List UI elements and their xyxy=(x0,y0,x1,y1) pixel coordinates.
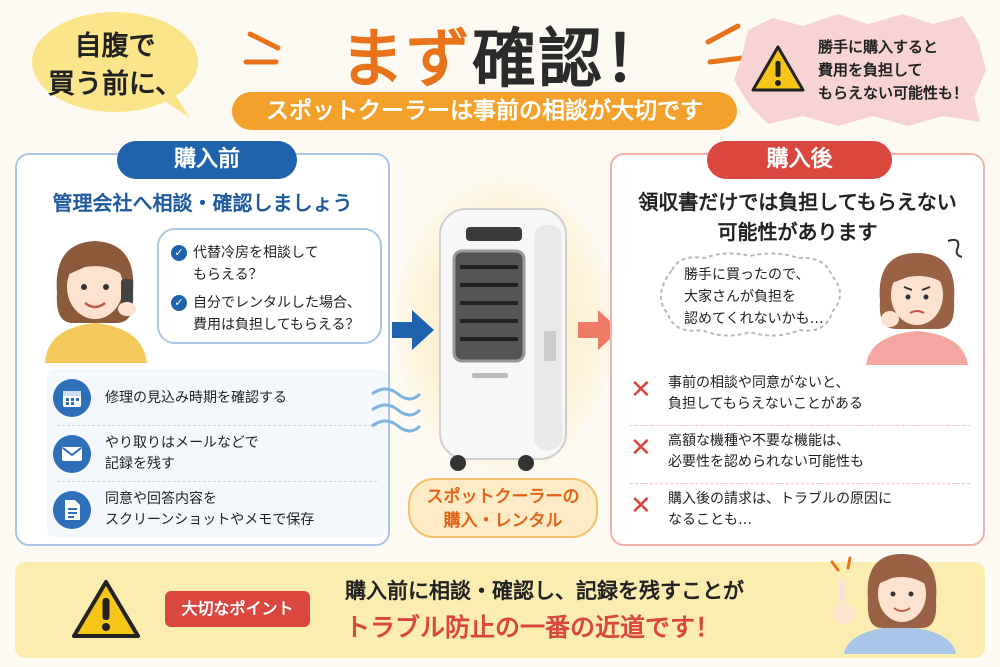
speech-q2-line2: 費用は負担してもらえる？ xyxy=(193,317,360,333)
spark-lines-right xyxy=(705,23,745,65)
thought-bubble: 勝手に買ったので、 大家さんが負担を 認めてくれないかも… xyxy=(650,250,850,340)
before-header: 購入前 xyxy=(117,141,297,179)
list-item: ✕ 購入後の請求は、トラブルの原因になることも… xyxy=(630,489,970,531)
warning-line-2: 費用を負担して xyxy=(818,61,923,79)
warning-line-1: 勝手に購入すると xyxy=(818,38,939,56)
before-title: 管理会社へ相談・確認しましょう xyxy=(52,191,353,215)
intro-line-2: 買う前に、 xyxy=(47,69,183,100)
warning-line-3: もらえない可能性も！ xyxy=(818,84,969,102)
title-accent: まず xyxy=(340,23,472,97)
after-purchase-panel: 購入後 領収書だけでは負担してもらえない 可能性があります 勝手に買ったので、 … xyxy=(610,141,985,546)
cross-icon: ✕ xyxy=(630,433,652,463)
after-risk-list: ✕ 事前の相談や同意がないと、負担してもらえないことがある ✕ 高額な機種や不要… xyxy=(630,369,970,537)
item-2-line2: 記録を残す xyxy=(105,456,175,472)
intro-speech-bubble: 自腹で 買う前に、 xyxy=(30,10,200,120)
title-main: 確認 xyxy=(472,23,604,97)
cross-icon: ✕ xyxy=(630,375,652,405)
subtitle-banner: スポットクーラーは事前の相談が大切です xyxy=(232,92,737,130)
key-point-line2: トラブル防止の一番の近道です！ xyxy=(345,613,721,642)
before-speech-bubble: ✓ 代替冷房を相談してもらえる？ ✓ 自分でレンタルした場合、費用は負担してもら… xyxy=(157,228,382,344)
list-item: やり取りはメールなどで記録を残す xyxy=(47,427,387,481)
arrow-right-icon-blue xyxy=(392,310,434,350)
pointing-woman-illustration xyxy=(830,554,956,654)
key-point-banner: 大切なポイント 購入前に相談・確認し、記録を残すことが トラブル防止の一番の近道… xyxy=(15,554,985,658)
thought-line3: 認めてくれないかも… xyxy=(684,311,824,327)
check-icon: ✓ xyxy=(171,245,187,261)
caption-line2: 購入・レンタル xyxy=(443,511,563,531)
before-purchase-panel: 購入前 管理会社へ相談・確認しましょう ✓ 代替冷房を相談してもらえる？ ✓ 自… xyxy=(15,141,390,546)
check-icon: ✓ xyxy=(171,295,187,311)
speech-question-2: ✓ 自分でレンタルした場合、費用は負担してもらえる？ xyxy=(171,292,361,336)
warning-triangle-icon xyxy=(72,580,140,638)
item-3-line2: スクリーンショットやメモで保存 xyxy=(105,512,315,528)
risk-3-line2: なることも… xyxy=(668,512,752,528)
before-checklist: 修理の見込み時期を確認する やり取りはメールなどで記録を残す 同意や回答内容をス… xyxy=(47,369,387,537)
caption-line1: スポットクーラーの xyxy=(426,487,580,507)
speech-q1-line2: もらえる？ xyxy=(193,267,263,283)
after-title: 領収書だけでは負担してもらえない 可能性があります xyxy=(612,187,983,247)
cooler-caption: スポットクーラーの 購入・レンタル xyxy=(408,478,598,538)
key-point-line1: 購入前に相談・確認し、記録を残すことが xyxy=(345,579,744,603)
item-3-line1: 同意や回答内容を xyxy=(105,491,217,507)
risk-1-line1: 事前の相談や同意がないと、 xyxy=(668,375,850,391)
mail-icon xyxy=(53,435,91,473)
list-item: 修理の見込み時期を確認する xyxy=(47,371,387,425)
woman-on-phone-illustration xyxy=(45,241,147,363)
warning-burst: 勝手に購入すると 費用を負担して もらえない可能性も！ xyxy=(728,10,990,130)
risk-2-line2: 必要性を認められない可能性も xyxy=(668,454,864,470)
item-1-line1: 修理の見込み時期を確認する xyxy=(105,389,287,406)
thought-line1: 勝手に買ったので、 xyxy=(684,267,810,283)
risk-2-line1: 高額な機種や不要な機能は、 xyxy=(668,433,850,449)
warning-triangle-icon xyxy=(751,45,805,92)
cool-air-waves xyxy=(371,387,422,433)
risk-3-line1: 購入後の請求は、トラブルの原因に xyxy=(668,491,892,507)
spark-lines-left xyxy=(243,31,281,65)
spot-cooler-illustration xyxy=(439,208,567,471)
after-title-line1: 領収書だけでは負担してもらえない xyxy=(638,190,957,214)
after-header: 購入後 xyxy=(707,141,892,179)
list-item: ✕ 事前の相談や同意がないと、負担してもらえないことがある xyxy=(630,373,970,415)
speech-question-1: ✓ 代替冷房を相談してもらえる？ xyxy=(171,242,319,286)
cross-icon: ✕ xyxy=(630,491,652,521)
speech-q1-line1: 代替冷房を相談して xyxy=(193,245,319,261)
main-title: まず確認！ xyxy=(295,8,715,100)
title-mark: ！ xyxy=(604,23,670,97)
item-2-line1: やり取りはメールなどで xyxy=(105,435,259,451)
worried-woman-illustration xyxy=(866,238,968,365)
speech-q2-line1: 自分でレンタルした場合、 xyxy=(193,295,361,311)
risk-1-line2: 負担してもらえないことがある xyxy=(668,396,863,412)
list-item: ✕ 高額な機種や不要な機能は、必要性を認められない可能性も xyxy=(630,431,970,473)
arrow-right-icon-red xyxy=(578,310,620,350)
intro-line-1: 自腹で xyxy=(74,31,156,62)
document-icon xyxy=(53,491,91,529)
list-item: 同意や回答内容をスクリーンショットやメモで保存 xyxy=(47,483,387,537)
thought-line2: 大家さんが負担を xyxy=(684,289,796,305)
calendar-icon xyxy=(53,379,91,417)
after-title-line2: 可能性があります xyxy=(717,220,878,244)
key-point-badge: 大切なポイント xyxy=(165,591,310,627)
